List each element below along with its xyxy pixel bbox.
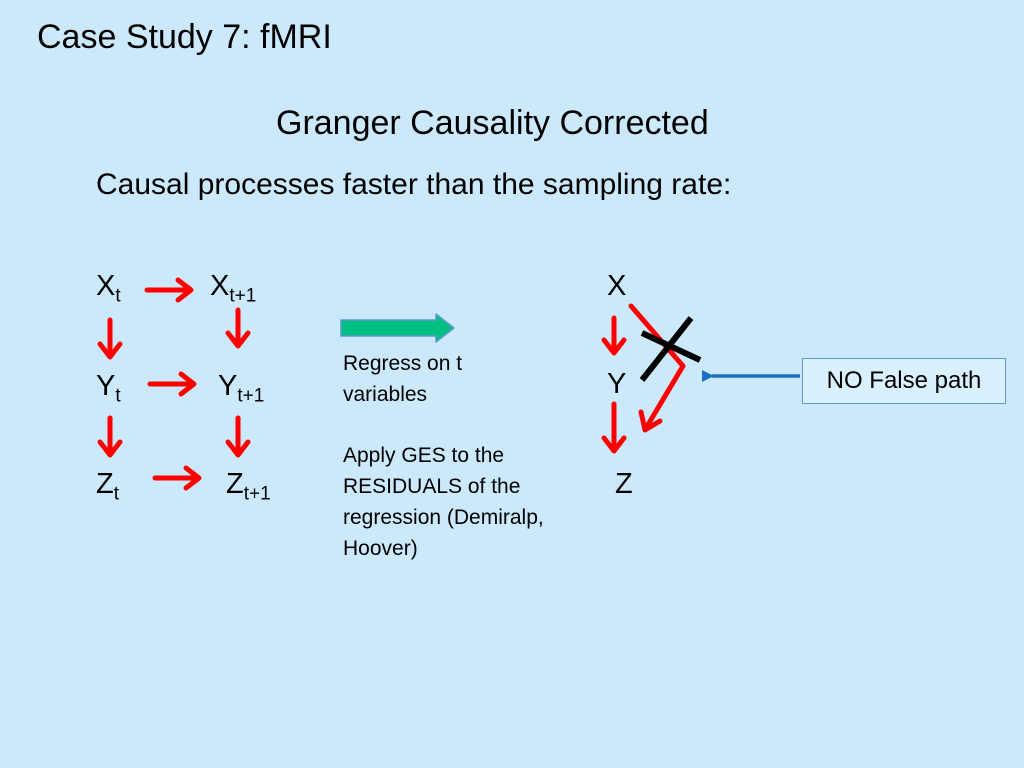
transform-arrow: [340, 313, 455, 343]
node-z: Z: [615, 468, 633, 500]
regress-note: Regress on t variables: [343, 352, 463, 406]
arrow-y-t-to-z-t: [97, 415, 123, 458]
node-y: Y: [607, 368, 627, 400]
strike-mark: [639, 316, 702, 382]
arrow-x-t1-to-y-t1: [225, 307, 251, 349]
ges-note: Apply GES to the RESIDUALS of the regres…: [343, 444, 544, 560]
no-false-path-callout: NO False path: [802, 358, 1006, 404]
slide-title: Case Study 7: fMRI: [37, 18, 332, 56]
slide-subtitle: Granger Causality Corrected: [276, 104, 709, 142]
node-y-t: Yt: [96, 370, 121, 407]
node-y-t1: Yt+1: [218, 370, 265, 407]
arrow-x-to-z-removed: [628, 303, 686, 433]
lead-text: Causal processes faster than the samplin…: [96, 168, 732, 201]
arrow-y-to-z: [601, 401, 627, 454]
arrow-y-t1-to-z-t1: [225, 415, 251, 458]
arrow-y-t-to-y-t1: [147, 371, 197, 397]
node-z-t1: Zt+1: [226, 468, 271, 505]
node-x: X: [607, 270, 627, 302]
node-z-t: Zt: [96, 468, 119, 505]
arrow-z-t-to-z-t1: [152, 465, 202, 491]
node-x-t: Xt: [96, 270, 121, 307]
arrow-x-t-to-y-t: [97, 317, 123, 360]
node-x-t1: Xt+1: [210, 270, 257, 307]
arrow-x-to-y: [601, 315, 627, 356]
arrow-x-t-to-x-t1: [144, 277, 194, 303]
